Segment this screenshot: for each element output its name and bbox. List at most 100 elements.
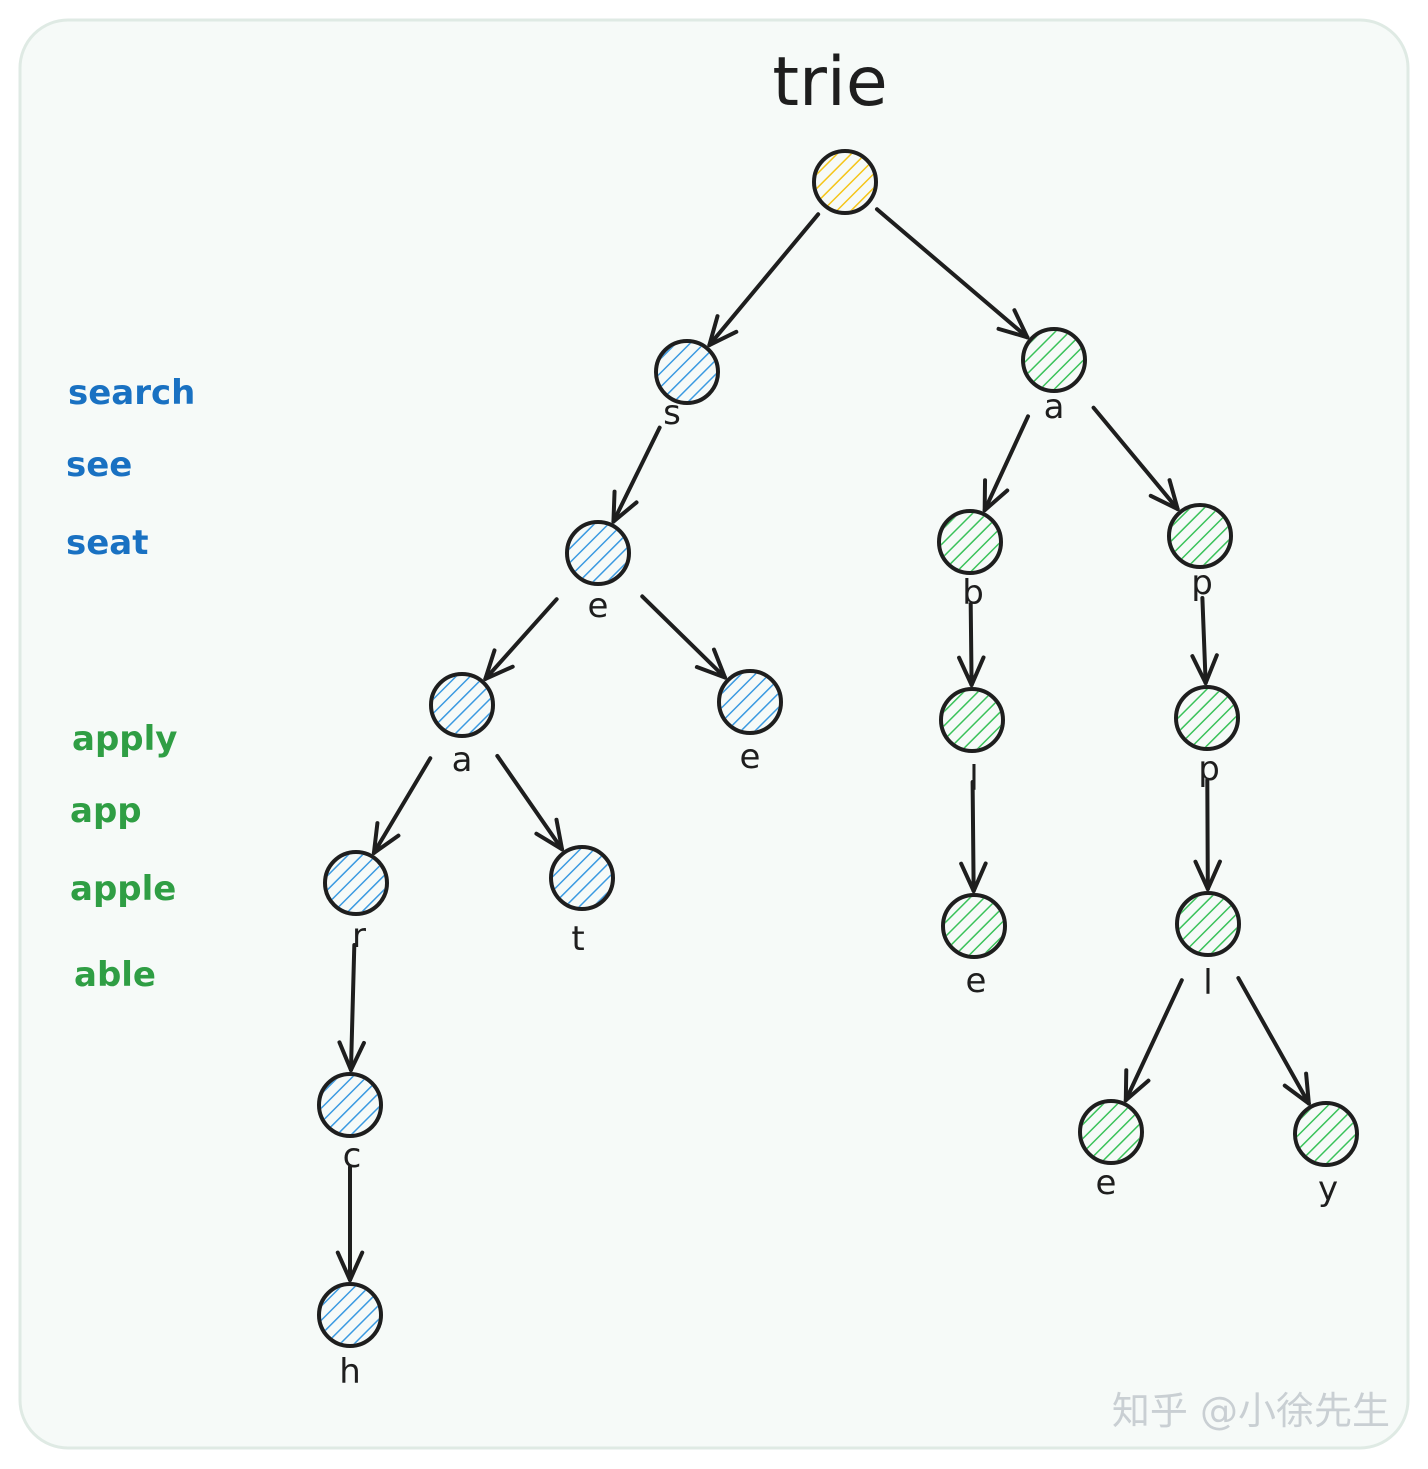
trie-node-see: e [717, 669, 783, 777]
node-label: a [1044, 387, 1065, 427]
node-outline [549, 845, 615, 911]
trie-edge-ap-app [1190, 595, 1219, 686]
node-outline [429, 672, 495, 738]
edge-arrowhead [1148, 478, 1180, 512]
node-hatch-fill [721, 673, 779, 731]
trie-node-app: p [1174, 685, 1240, 789]
node-outline [317, 1282, 383, 1348]
node-hatch-fill [1297, 1105, 1355, 1163]
node-label: a [452, 740, 473, 780]
edge-arrowhead [337, 1040, 366, 1073]
node-outline [1167, 503, 1233, 569]
edge-arrowhead [996, 308, 1030, 340]
node-hatch-fill [1171, 507, 1229, 565]
node-hatch-fill [816, 153, 874, 211]
edge-line [348, 942, 357, 1073]
trie-edge-sear-searc [337, 942, 366, 1073]
node-hatch-fill [433, 676, 491, 734]
trie-node-ab: b [937, 509, 1003, 613]
edge-arrowhead [707, 314, 739, 348]
node-hatch-fill [569, 524, 627, 582]
edge-arrowhead [335, 1250, 365, 1282]
diagram-title: trie [772, 43, 887, 122]
edge-arrowhead [371, 821, 401, 855]
trie-edge-appl-apply [1236, 976, 1311, 1106]
node-label: e [1096, 1163, 1117, 1203]
edge-line [495, 753, 565, 852]
edge-line [707, 212, 821, 348]
node-outline [937, 509, 1003, 575]
node-label: e [966, 961, 987, 1001]
edge-arrowhead [1193, 859, 1222, 891]
edge-arrowhead [959, 861, 988, 894]
trie-edge-sea-seat [495, 753, 565, 852]
edge-arrowhead [957, 655, 986, 688]
edge-arrowhead [483, 648, 515, 681]
edge-arrowhead [1123, 1068, 1151, 1103]
node-hatch-fill [1082, 1103, 1140, 1161]
node-outline [323, 850, 389, 916]
edge-line [874, 207, 1030, 340]
word-seat: seat [66, 523, 149, 563]
node-hatch-fill [553, 849, 611, 907]
trie-edge-searc-search [335, 1165, 365, 1282]
word-list-green: apply app apple able [70, 719, 177, 995]
word-search: search [68, 373, 195, 413]
trie-edge-root-a [874, 207, 1030, 340]
node-label: y [1318, 1169, 1338, 1209]
trie-node-appl: l [1175, 891, 1241, 1003]
trie-edge-root-s [707, 212, 821, 348]
node-label: l [1203, 963, 1212, 1003]
node-label: p [1198, 749, 1220, 789]
node-outline [1078, 1099, 1144, 1165]
trie-node-able: e [941, 893, 1007, 1001]
edge-line [1123, 978, 1184, 1103]
edge-line [982, 414, 1031, 513]
node-outline [1175, 891, 1241, 957]
word-app: app [70, 791, 142, 831]
edge-line [611, 425, 662, 524]
trie-node-searc: c [317, 1072, 383, 1176]
node-hatch-fill [1179, 895, 1237, 953]
edge-line [483, 597, 559, 681]
node-hatch-fill [327, 854, 385, 912]
trie-node-search: h [317, 1282, 383, 1392]
node-outline [565, 520, 631, 586]
trie-edge-se-sea [483, 597, 559, 681]
trie-edge-s-se [611, 425, 662, 524]
edge-arrowhead [611, 489, 639, 524]
node-outline [317, 1072, 383, 1138]
trie-node-sea: a [429, 672, 495, 780]
trie-node-sear: r [323, 850, 389, 956]
node-outline [717, 669, 783, 735]
edge-arrowhead [694, 647, 728, 680]
trie-edge-abl-able [959, 779, 988, 894]
word-apply: apply [72, 719, 177, 759]
trie-node-abl: l [939, 687, 1005, 799]
node-outline [939, 687, 1005, 753]
edge-arrowhead [1190, 653, 1219, 686]
node-label: t [571, 919, 584, 959]
node-label: r [352, 916, 366, 956]
trie-node-a: a [1021, 327, 1087, 427]
trie-edge-appl-apple [1123, 978, 1184, 1103]
node-hatch-fill [941, 513, 999, 571]
node-hatch-fill [1178, 689, 1236, 747]
node-label: l [969, 759, 978, 799]
node-label: b [962, 573, 984, 613]
node-label: e [588, 586, 609, 626]
node-outline [1174, 685, 1240, 751]
node-label: p [1191, 563, 1213, 603]
word-apple: apple [70, 869, 176, 909]
node-label: s [663, 393, 681, 433]
trie-node-se: e [565, 520, 631, 626]
edge-line [1236, 976, 1311, 1106]
trie-node-seat: t [549, 845, 615, 959]
edge-arrowhead [982, 478, 1010, 513]
trie-node-apple: e [1078, 1099, 1144, 1203]
trie-node-apply: y [1293, 1101, 1359, 1209]
node-outline [812, 149, 878, 215]
trie-nodes: s e a e r t c h a b p l e p l e y [317, 149, 1359, 1392]
edge-line [371, 756, 433, 855]
